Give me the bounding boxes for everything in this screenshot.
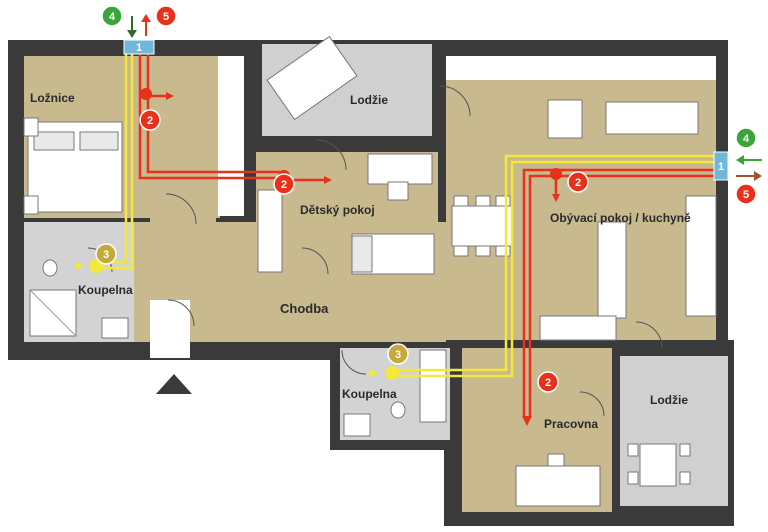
outside-arrows-right [736,155,762,181]
wardrobe-detsky [257,189,283,273]
badge-2-detsky: 2 [273,170,295,195]
bathtub [419,349,447,423]
badge-3-koupelna-left: 3 [89,243,117,273]
sink-mid [343,413,371,437]
toilet-mid [390,401,406,419]
svg-text:2: 2 [545,377,551,389]
svg-text:4: 4 [109,11,116,23]
badge-2-pracovna: 2 [537,371,559,393]
room-label-koupelna-left: Koupelna [78,283,133,297]
room-label-koupelna-mid: Koupelna [342,387,397,401]
badge-2-loznice: 2 [139,88,161,131]
svg-text:2: 2 [281,179,287,191]
floor-kitchen-top [446,56,716,80]
toilet-left [42,259,58,277]
room-label-lodzie-right: Lodžie [650,393,688,407]
badge-4-right: 4 [735,127,757,149]
svg-text:5: 5 [163,11,169,23]
svg-text:4: 4 [743,133,750,145]
svg-text:2: 2 [575,177,581,189]
unit-marker-right: 1 [713,151,729,181]
sofa [547,99,583,139]
unit-marker-top: 1 [123,39,155,55]
room-label-chodba: Chodba [280,301,329,316]
unit-label-right: 1 [718,161,724,173]
badge-4-top: 4 [101,5,123,27]
room-label-loznice: Ložnice [30,91,75,105]
bench-lodzie [266,35,358,121]
furniture [23,35,717,507]
svg-text:2: 2 [147,115,153,127]
room-label-obyvaci: Obývací pokoj / kuchyně [550,211,691,225]
supply-ducts [96,54,716,378]
badge-5-top: 5 [155,5,177,27]
badge-5-right: 5 [735,183,757,205]
dining-table [451,205,513,247]
table-lodzie [639,443,677,487]
svg-text:3: 3 [395,349,401,361]
entrance-arrow [156,374,192,394]
badge-2-obyvaci: 2 [550,168,589,193]
outside-arrows-top [127,14,151,38]
kitchen-counter [597,221,627,319]
svg-text:5: 5 [743,189,749,201]
desk-pracovna [515,465,601,507]
sink-left [101,317,129,339]
badge-3-koupelna-mid: 3 [385,343,409,380]
desk-detsky [367,153,433,185]
room-label-pracovna: Pracovna [544,417,598,431]
floor-chodba-left [150,216,216,226]
floor-wardrobe [218,56,244,216]
svg-text:3: 3 [103,249,109,261]
stair-landing [150,300,190,358]
unit-label: 1 [136,42,142,54]
room-label-lodzie-top: Lodžie [350,93,388,107]
room-label-detsky: Dětský pokoj [300,203,375,217]
flow-arrows [76,92,560,426]
